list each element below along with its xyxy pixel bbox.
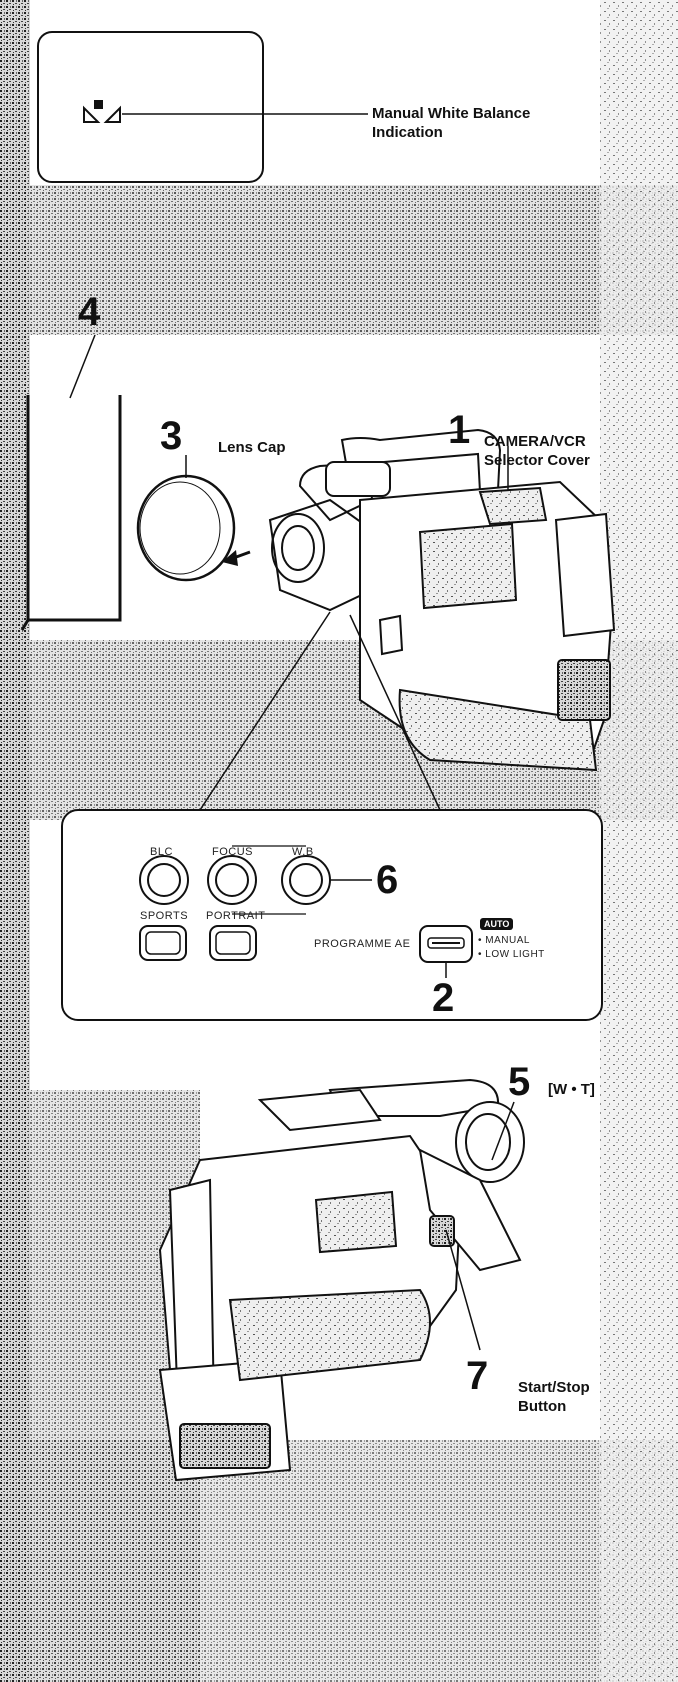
panel-zoom-line-left (199, 611, 331, 811)
blc-button[interactable] (139, 855, 189, 905)
portrait-button[interactable] (209, 925, 257, 961)
callout-number-7: 7 (466, 1354, 489, 1398)
ae-auto-badge: AUTO (480, 918, 514, 930)
callout-number-3: 3 (160, 414, 183, 458)
ae-manual-label: • MANUAL (478, 935, 530, 946)
blc-label: BLC (150, 846, 173, 858)
callout-number-6: 6 (376, 858, 399, 902)
panel-zoom-line-right (349, 614, 441, 811)
lens-cap-label: Lens Cap (218, 439, 286, 456)
card-leader (69, 334, 96, 399)
manual-wb-icon (83, 100, 121, 123)
sports-button[interactable] (139, 925, 187, 961)
callout-number-5: 5 (508, 1060, 531, 1104)
focus-label: FOCUS (212, 846, 253, 858)
callout-number-4: 4 (78, 290, 101, 334)
viewfinder-display (37, 31, 264, 183)
noise-bottom-band (0, 1440, 678, 1682)
wb-label: W.B (292, 846, 314, 858)
zoom-lever-label: [W • T] (548, 1081, 595, 1098)
zoom-lever-leader (491, 1101, 515, 1161)
ae-low-light-label: • LOW LIGHT (478, 949, 545, 960)
sports-label: SPORTS (140, 910, 189, 922)
white-card (20, 395, 122, 631)
wb-indication-label: Manual White Balance Indication (372, 105, 531, 141)
callout-number-2: 2 (432, 976, 455, 1020)
noise-right-edge (600, 0, 678, 1682)
camcorder-rear-view (158, 1078, 525, 1482)
portrait-label: PORTRAIT (206, 910, 266, 922)
wb-button[interactable] (281, 855, 331, 905)
selector-cover-label: CAMERA/VCR Selector Cover (484, 433, 590, 469)
programme-ae-switch[interactable] (419, 925, 473, 963)
callout-number-1: 1 (448, 408, 471, 452)
start-stop-label: Start/Stop Button (518, 1379, 590, 1415)
start-stop-leader (445, 1229, 481, 1351)
focus-button[interactable] (207, 855, 257, 905)
camcorder-front-view (268, 428, 616, 772)
programme-ae-label: PROGRAMME AE (314, 938, 411, 950)
noise-top-band (0, 185, 678, 335)
control-panel-box (61, 809, 603, 1021)
